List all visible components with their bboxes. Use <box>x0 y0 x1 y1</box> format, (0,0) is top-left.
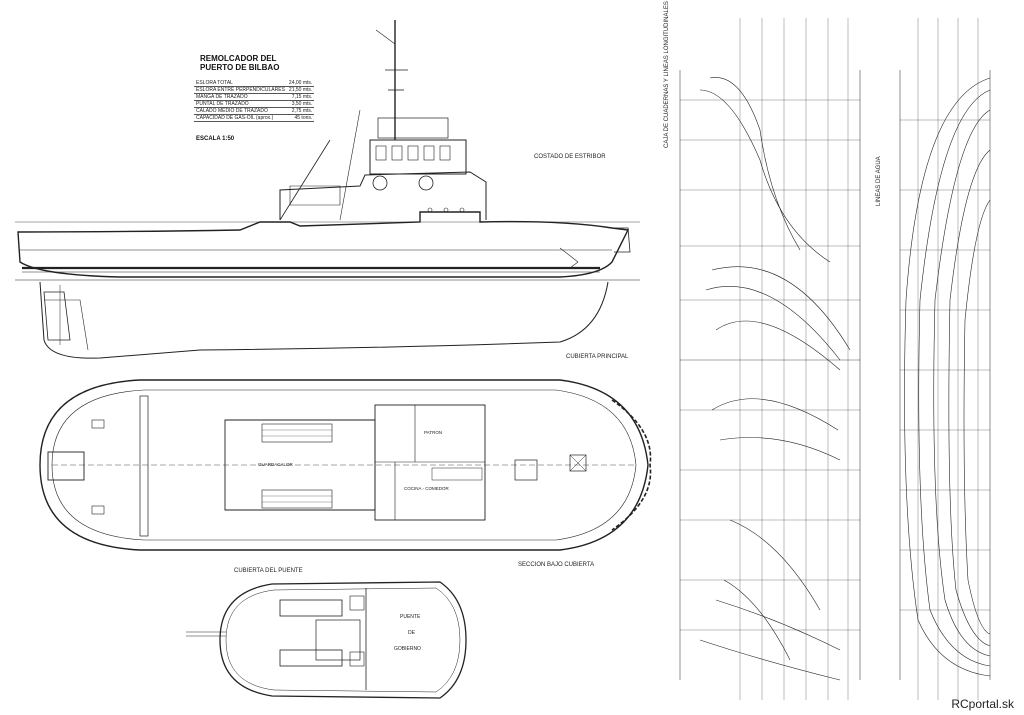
scale-label: ESCALA 1:50 <box>196 136 235 142</box>
label-main-deck: CUBIERTA PRINCIPAL <box>566 354 629 360</box>
side-elevation <box>15 20 640 359</box>
room-cocina: COCINA - COMEDOR <box>404 486 450 491</box>
main-deck-plan <box>39 379 652 551</box>
waterlines-plan <box>899 18 991 700</box>
label-below-deck: SECCION BAJO CUBIERTA <box>518 562 594 568</box>
body-plan <box>679 18 861 700</box>
bridge-deck-plan <box>186 581 467 699</box>
label-frames: CAJA DE CUADERNAS Y LINEAS LONGITUDINALE… <box>664 1 670 148</box>
room-puente-2: DE <box>408 630 416 636</box>
label-waterlines: LINEAS DE AGUA <box>876 156 882 206</box>
title-line-1: REMOLCADOR DEL <box>200 54 277 63</box>
label-starboard: COSTADO DE ESTRIBOR <box>534 154 606 160</box>
room-guardacalor: GUARDACALOR <box>258 462 294 467</box>
room-patron: PATRON <box>424 430 442 435</box>
drawing-title: REMOLCADOR DEL PUERTO DE BILBAO <box>200 54 279 72</box>
watermark: RCportal.sk <box>951 697 1014 711</box>
spec-row: CAPACIDAD DE GAS-OIL (aprox.)45 tons. <box>194 114 315 122</box>
label-bridge-deck: CUBIERTA DEL PUENTE <box>234 568 303 574</box>
room-puente-3: GOBIERNO <box>394 646 421 652</box>
title-line-2: PUERTO DE BILBAO <box>200 63 280 72</box>
room-puente-1: PUENTE <box>400 614 421 620</box>
